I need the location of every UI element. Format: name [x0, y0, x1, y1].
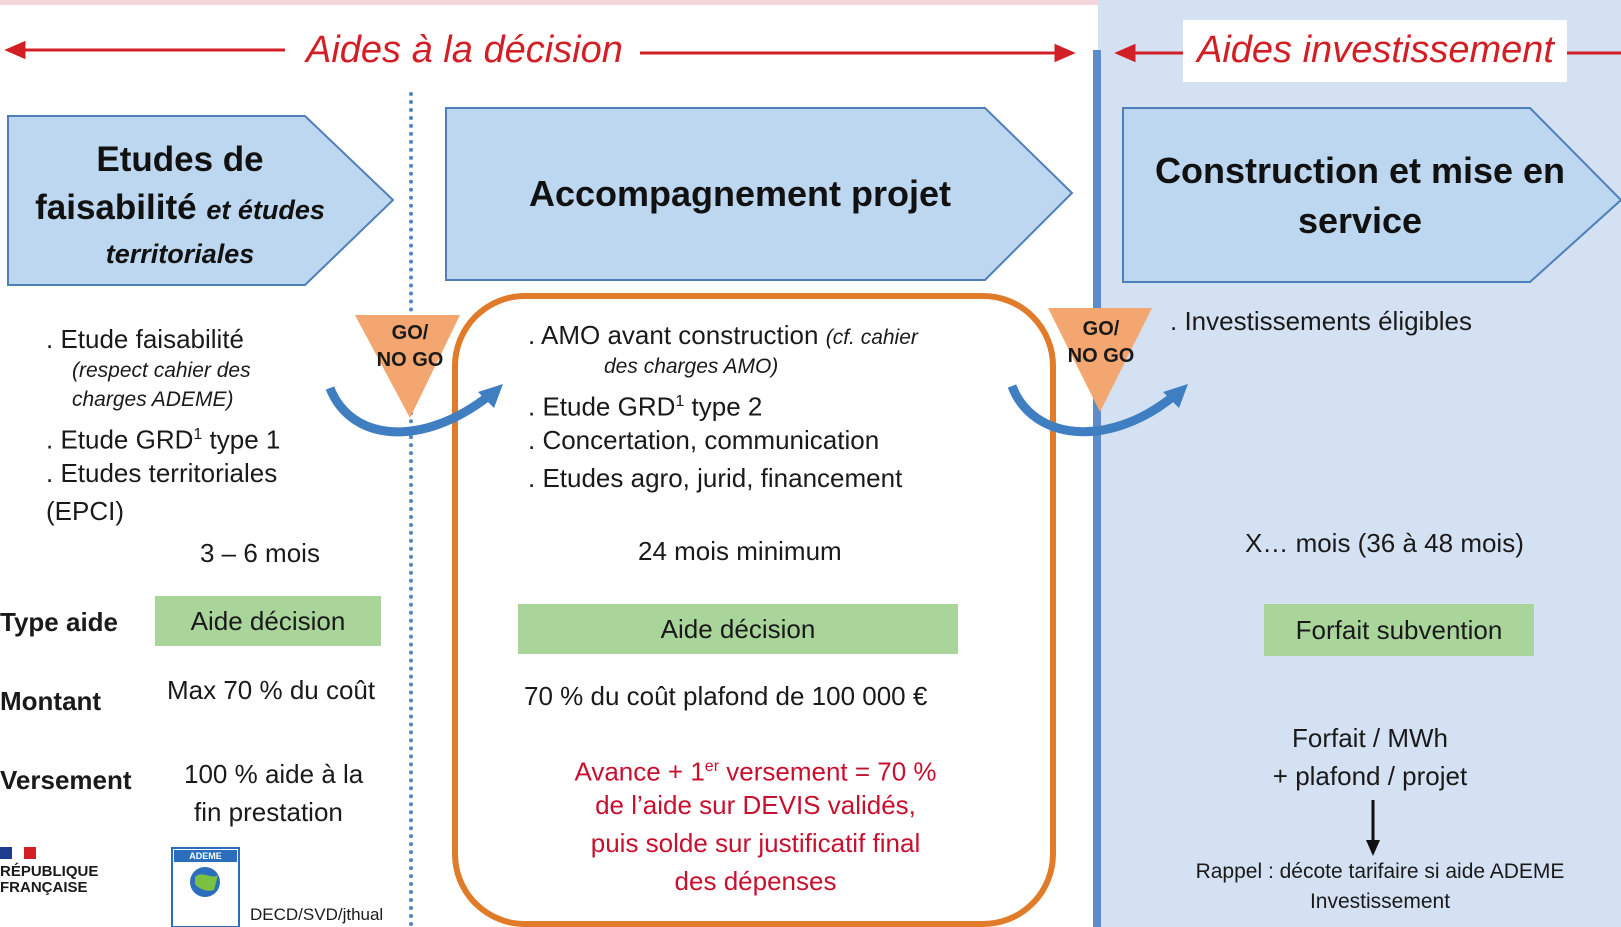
col2-item1-note2: des charges AMO) — [604, 355, 779, 378]
row-label-type-aide: Type aide — [0, 607, 119, 637]
gonogo-label-2: GO/NO GO — [1067, 318, 1135, 367]
orange-frame — [452, 293, 1056, 927]
header-aides-investissement: Aides investissement — [1197, 29, 1554, 71]
etudes-line2: faisabilité et études — [35, 188, 325, 227]
col2-versement2: de l’aide sur DEVIS validés, — [595, 790, 916, 820]
construction-arrow-label: Construction et mise en service — [1154, 150, 1566, 241]
col1-item3: . Etudes territoriales — [46, 458, 278, 488]
gonogo-triangle-2 — [1048, 308, 1152, 412]
col2-item2: . Etude GRD1 type 2 — [528, 391, 763, 422]
republique-francaise-logo — [0, 847, 36, 859]
col2-versement4: des dépenses — [674, 866, 837, 896]
col1-type-aide-box: Aide décision — [155, 596, 381, 646]
col3-montant2: + plafond / projet — [1272, 761, 1468, 791]
chevron-arrow-construction — [1122, 107, 1621, 283]
chevron-arrow-accompagnement — [445, 107, 1074, 281]
col2-item3: . Concertation, communication — [528, 425, 880, 455]
row-label-versement: Versement — [0, 765, 132, 795]
gonogo-triangle-1 — [355, 315, 460, 418]
credit-text: DECD/SVD/jthual — [250, 905, 384, 924]
curved-arrow-2 — [1007, 384, 1178, 437]
chevron-arrow-etudes — [7, 115, 395, 286]
col1-item1-note2: charges ADEME) — [72, 388, 234, 411]
col1-item1: . Etude faisabilité — [46, 324, 245, 354]
col1-versement2: fin prestation — [194, 797, 343, 827]
col2-montant: 70 % du coût plafond de 100 000 € — [524, 681, 928, 711]
col3-item1: . Investissements éligibles — [1170, 306, 1473, 336]
col1-duration: 3 – 6 mois — [200, 538, 320, 568]
col1-item1-note1: (respect cahier des — [72, 359, 251, 382]
header-label-background — [1183, 20, 1567, 82]
col3-rappel2: Investissement — [1309, 890, 1451, 913]
col1-item3b: (EPCI) — [46, 496, 124, 526]
ademe-logo-text: ADEME — [189, 851, 222, 861]
col2-versement1: Avance + 1er versement = 70 % — [574, 756, 937, 787]
solid-divider — [1093, 50, 1101, 927]
curved-arrow-1 — [325, 386, 493, 437]
col1-montant: Max 70 % du coût — [167, 675, 376, 705]
col2-item1: . AMO avant construction (cf. cahier — [528, 320, 918, 350]
gonogo-label-1: GO/NO GO — [376, 322, 444, 371]
ademe-logo — [171, 847, 240, 927]
dotted-divider — [409, 92, 413, 927]
col3-duration: X… mois (36 à 48 mois) — [1245, 528, 1524, 558]
row-label-montant: Montant — [0, 686, 102, 716]
col1-versement1: 100 % aide à la — [184, 759, 364, 789]
etudes-line3: territoriales — [105, 239, 255, 269]
header-arrow-left — [4, 40, 1076, 63]
accompagnement-arrow-label: Accompagnement projet — [528, 173, 952, 214]
col3-montant1: Forfait / MWh — [1291, 723, 1448, 753]
etudes-line1: Etudes de — [96, 140, 264, 179]
col1-item2: . Etude GRD1 type 1 — [46, 424, 281, 455]
header-arrow-right — [1114, 43, 1621, 63]
col3-type-aide-box: Forfait subvention — [1264, 604, 1534, 656]
col3-rappel1: Rappel : décote tarifaire si aide ADEME — [1195, 860, 1565, 883]
col2-versement3: puis solde sur justificatif final — [590, 828, 921, 858]
col2-type-aide-box: Aide décision — [518, 604, 958, 654]
col2-duration: 24 mois minimum — [638, 536, 842, 566]
header-aides-decision: Aides à la décision — [306, 29, 623, 71]
etudes-arrow-label: Etudes de faisabilité et études territor… — [20, 136, 340, 274]
top-strip — [0, 0, 1098, 5]
col2-item4: . Etudes agro, jurid, financement — [528, 463, 903, 493]
